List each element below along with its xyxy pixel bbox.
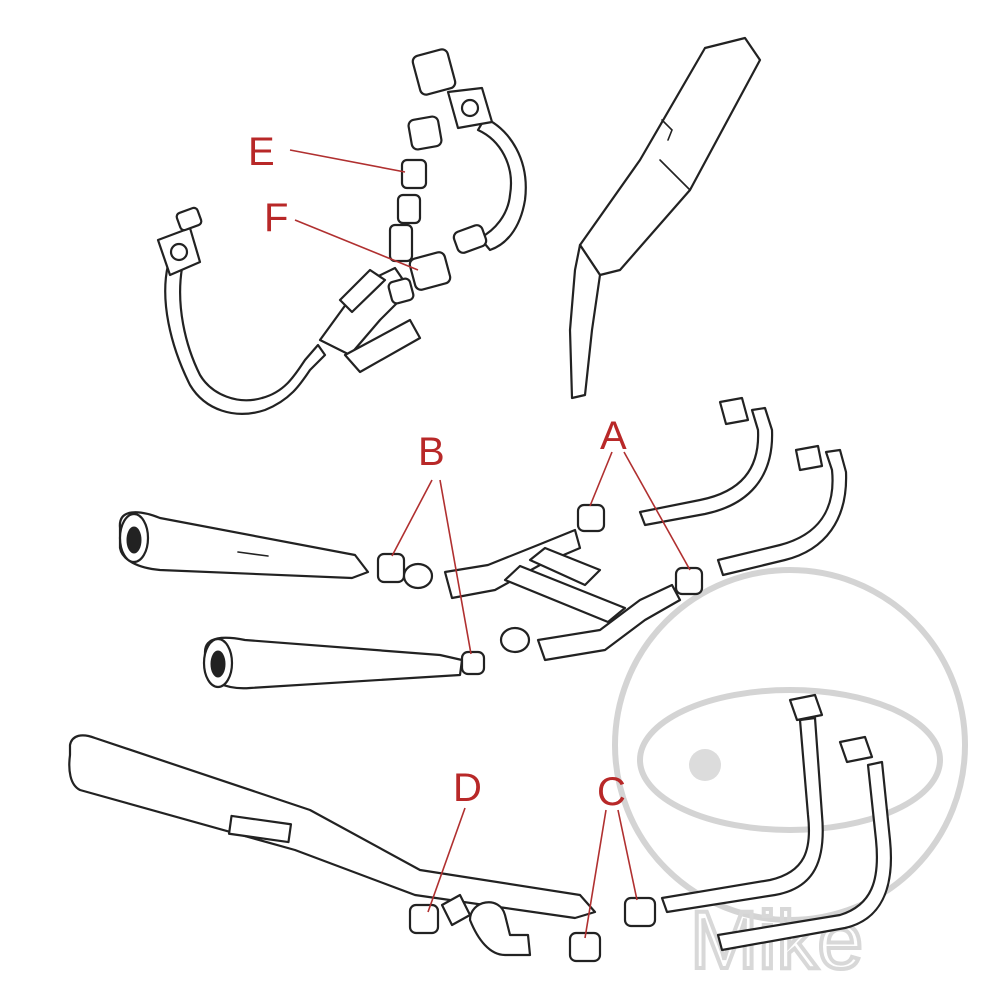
- leader-F: [294, 219, 419, 271]
- bottom-exhaust-assembly: [68, 693, 892, 963]
- leader-C-2: [617, 809, 638, 901]
- callout-A: A: [600, 414, 627, 458]
- leader-D: [427, 807, 466, 913]
- callout-E: E: [248, 130, 275, 174]
- leader-B-1: [391, 479, 433, 557]
- top-right-muffler: [568, 36, 762, 400]
- callout-C: C: [597, 770, 626, 814]
- top-left-header-assembly: [156, 48, 527, 415]
- middle-exhaust-assembly: [118, 396, 848, 690]
- callout-B: B: [418, 430, 445, 474]
- callout-F: F: [264, 196, 289, 240]
- leader-B-2: [439, 479, 472, 655]
- callout-leaders: [289, 149, 691, 939]
- leader-E: [289, 149, 406, 173]
- watermark-logo: [612, 567, 968, 923]
- leader-C-1: [584, 809, 607, 939]
- leader-A-1: [589, 451, 613, 507]
- callout-D: D: [453, 766, 482, 810]
- leader-A-2: [623, 451, 691, 571]
